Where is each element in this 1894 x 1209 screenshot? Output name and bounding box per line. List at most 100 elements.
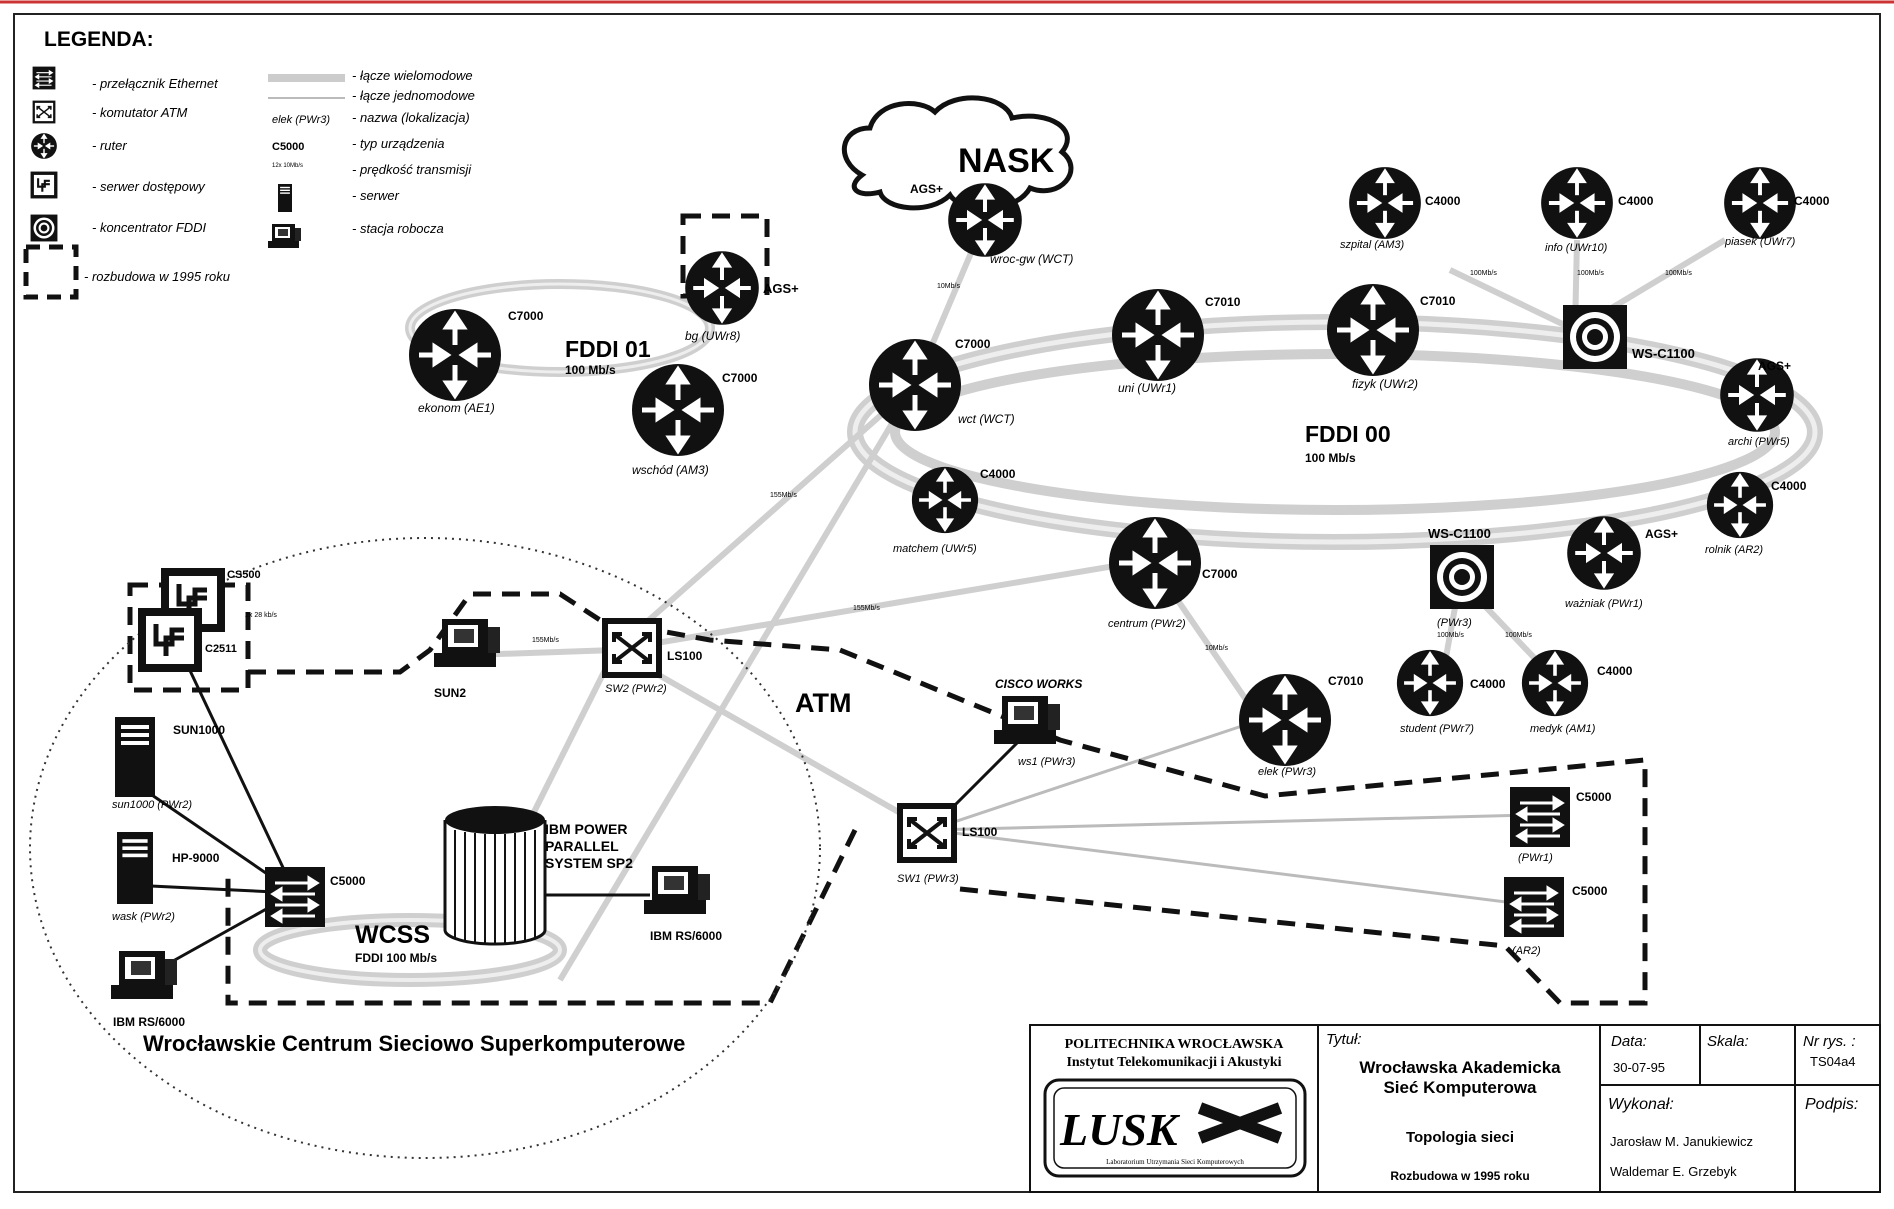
ethernet-switch-wcss[interactable]: C5000 [263,865,366,929]
router-type: C7000 [722,371,758,385]
ethernet-switch-name: (PWr1) [1518,852,1553,864]
server-hp9000[interactable]: HP-9000 wask (PWr2) [112,832,220,923]
router-icon [1347,165,1423,241]
workstation-sun2[interactable]: SUN2 [434,619,500,700]
router-name: uni (UWr1) [1118,381,1176,395]
ibm-sp2-label-2: PARALLEL [545,838,619,854]
workstation-ciscoworks[interactable]: CISCO WORKS ws1 (PWr3) [994,677,1082,768]
ibm-sp2-label-3: SYSTEM SP2 [545,855,633,871]
singlemode-links [929,718,1531,907]
router-type: C4000 [980,467,1016,481]
router-name: student (PWr7) [1400,723,1474,735]
workstation-icon [434,619,500,667]
router-ekonom[interactable]: C7000 ekonom (AE1) [409,309,544,415]
legend-title: LEGENDA: [44,28,154,51]
router-icon [1239,674,1331,766]
lusk-logo: LUSK Laboratorium Utrzymania Sieci Kompu… [1043,1078,1307,1178]
workstation-name: IBM RS/6000 [113,1015,185,1029]
legend-expansion-box [23,244,79,300]
network-labels: FDDI 01 100 Mb/s FDDI 00 100 Mb/s ATM WC… [143,336,1391,1056]
router-icon [869,339,961,431]
server-type: SUN1000 [173,723,225,737]
router-piasek[interactable]: C4000 piasek (UWr7) [1722,165,1830,248]
access-server-c2511[interactable]: C2511 [138,608,237,672]
router-rolnik[interactable]: C4000 rolnik (AR2) [1705,470,1807,556]
concentrator-ws2[interactable]: WS-C1100 (PWr3) [1428,526,1494,629]
legend-label-access-server: - serwer dostępowy [92,179,206,194]
workstation-ibmrs-left[interactable]: IBM RS/6000 [111,951,185,1029]
ethernet-switch-icon [1508,785,1572,849]
nask-label: NASK [958,142,1055,180]
drawing-no-value: TS04a4 [1810,1054,1856,1069]
access-server-cs500[interactable]: CS500 [161,568,261,632]
ibm-sp2-label-1: IBM POWER [545,821,627,837]
atm-switch-sw1[interactable]: LS100 SW1 (PWr3) [895,801,998,885]
router-elek[interactable]: C7010 elek (PWr3) [1239,674,1364,778]
subtitle: Topologia sieci [1406,1129,1514,1146]
router-info[interactable]: C4000 info (UWr10) [1539,165,1654,254]
router-name: medyk (AM1) [1530,723,1596,735]
router-archi[interactable]: AGS+ archi (PWr5) [1720,358,1794,448]
fddi00-label: FDDI 00 [1305,421,1391,447]
router-type: AGS+ [1758,359,1791,373]
legend-label-multimode: - łącze wielomodowe [352,68,473,83]
atm-switch-icon [600,616,664,680]
router-centrum[interactable]: C7000 centrum (PWr2) [1108,517,1238,630]
speed-label: 155Mb/s [853,605,880,612]
router-icon [948,183,1022,257]
atm-switches: LS100 SW2 (PWr2) LS100 SW1 (PWr3) [600,616,998,885]
router-fizyk[interactable]: C7010 fizyk (UWr2) [1327,284,1456,391]
router-type: C7010 [1328,674,1364,688]
router-wct[interactable]: C7000 wct (WCT) [869,337,1015,431]
router-bg[interactable]: AGS+ bg (UWr8) [685,251,799,343]
router-name: piasek (UWr7) [1724,236,1796,248]
router-szpital[interactable]: C4000 szpital (AM3) [1340,165,1461,251]
concentrator-ws1[interactable]: WS-C1100 [1563,305,1695,369]
speed-label: 10Mb/s [937,283,960,290]
server-name: wask (PWr2) [112,911,175,923]
workstation-name: CISCO WORKS [995,677,1082,691]
router-matchem[interactable]: C4000 matchem (UWr5) [893,465,1016,555]
servers: CS500 C2511 SUN1000 sun1000 (PWr2) HP-90… [112,568,261,923]
router-uni[interactable]: C7010 uni (UWr1) [1112,289,1241,395]
router-student[interactable]: C4000 student (PWr7) [1395,648,1506,735]
workstation-icon [994,696,1060,744]
author-2: Waldemar E. Grzebyk [1610,1164,1737,1179]
server-icon [117,832,153,904]
wcss-boundary [29,537,821,1159]
router-wazniak[interactable]: AGS+ ważniak (PWr1) [1565,516,1678,610]
router-name: ekonom (AE1) [418,401,495,415]
concentrator-type: WS-C1100 [1428,526,1491,541]
date-value: 30-07-95 [1613,1060,1665,1075]
router-wschod[interactable]: C7000 wschód (AM3) [632,364,758,477]
ethernet-switch-type: C5000 [1576,790,1612,804]
atm-switch-name: SW1 (PWr3) [897,873,959,885]
workstation-ibmrs-right[interactable]: IBM RS/6000 [644,866,722,943]
router-name: rolnik (AR2) [1705,544,1763,556]
router-icon [1395,648,1465,718]
speed-label: 155Mb/s [770,492,797,499]
server-sun1000[interactable]: SUN1000 sun1000 (PWr2) [112,717,225,811]
institute-name: Instytut Telekomunikacji i Akustyki [1066,1055,1281,1070]
ethernet-switch-pwr1[interactable]: C5000 (PWr1) [1508,785,1612,864]
server-type: HP-9000 [172,851,220,865]
ethernet-switches: C5000 C5000 (PWr1) C5000 (AR2) [263,785,1612,957]
router-wroc-gw[interactable]: AGS+ wroc-gw (WCT) [910,182,1073,266]
ethernet-switch-ar2[interactable]: C5000 (AR2) [1502,875,1608,957]
router-type: C7000 [1202,567,1238,581]
concentrators: WS-C1100 WS-C1100 (PWr3) [1428,305,1695,629]
access-server-type: C2511 [205,643,237,655]
router-medyk[interactable]: C4000 medyk (AM1) [1520,648,1633,735]
legend-label-type: - typ urządzenia [352,136,445,151]
ethernet-switch-icon [263,865,327,929]
router-name: info (UWr10) [1545,242,1608,254]
atm-switch-sw2[interactable]: LS100 SW2 (PWr2) [600,616,703,695]
router-name: ważniak (PWr1) [1565,598,1643,610]
title-label: Tytuł: [1326,1031,1362,1048]
lusk-subtitle: Laboratorium Utrzymania Sieci Komputerow… [1106,1158,1244,1166]
router-icon [1705,470,1775,540]
router-type: C7000 [955,337,991,351]
title-line-1: Wrocławska Akademicka [1359,1058,1561,1077]
legend-label-fddi: - koncentrator FDDI [92,220,207,235]
wcss-fullname: Wrocławskie Centrum Sieciowo Superkomput… [143,1031,685,1056]
